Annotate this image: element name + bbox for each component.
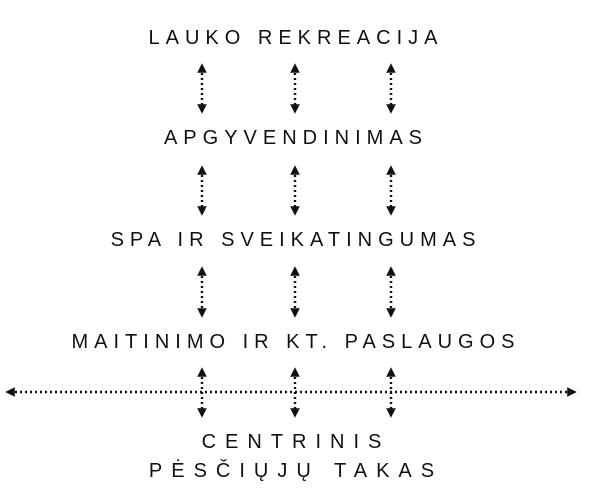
base-label-line-1: CENTRINIS bbox=[201, 431, 391, 453]
level-label-spa-ir-sveikatingumas: SPA IR SVEIKATINGUMAS bbox=[110, 229, 482, 251]
level-label-lauko-rekreacija: LAUKO REKREACIJA bbox=[148, 27, 444, 49]
level-label-maitinimo-ir-kt-paslaugos: MAITINIMO IR KT. PASLAUGOS bbox=[71, 331, 521, 353]
level-label-apgyvendinimas: APGYVENDINIMAS bbox=[163, 127, 429, 149]
base-label-line-2: PĖSČIŲJŲ TAKAS bbox=[148, 460, 444, 482]
arrow-layer bbox=[5, 63, 577, 418]
